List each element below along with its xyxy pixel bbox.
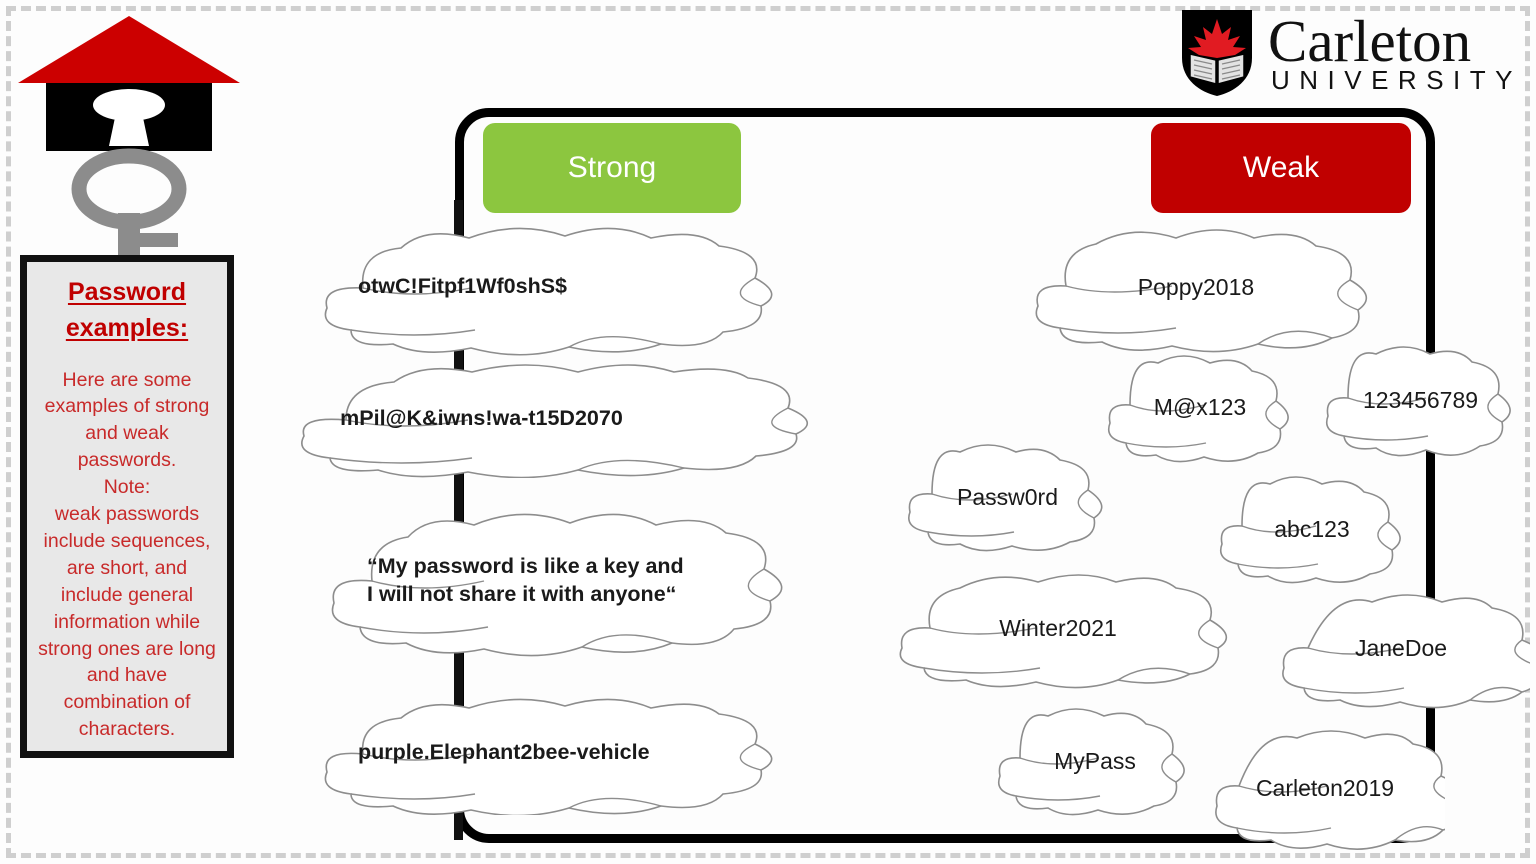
strong-password-cloud: purple.Elephant2bee-vehicle: [303, 690, 803, 815]
brand-name: Carleton: [1267, 7, 1472, 74]
strong-category-header: Strong: [483, 123, 741, 213]
weak-password-cloud: Carleton2019: [1205, 722, 1445, 854]
brand-subtitle: UNIVERSITY: [1270, 64, 1522, 95]
info-box-body: Here are some examples of strong and wea…: [38, 368, 216, 741]
weak-password-cloud: 123456789: [1318, 336, 1523, 464]
carleton-wordmark: Carleton UNIVERSITY: [1267, 7, 1522, 95]
strong-password-cloud: “My password is like a key and I will no…: [312, 501, 812, 659]
info-box-title: Password examples:: [65, 278, 189, 343]
weak-password-cloud: MyPass: [990, 700, 1200, 822]
weak-password-cloud: Passw0rd: [900, 436, 1115, 558]
carleton-shield-icon: [1178, 6, 1256, 98]
strong-column-connector: [454, 200, 463, 840]
weak-password-cloud: abc123: [1212, 468, 1412, 590]
weak-password-cloud: JaneDoe: [1272, 586, 1530, 711]
carleton-university-logo: Carleton UNIVERSITY: [1178, 6, 1522, 98]
password-examples-box: Password examples: Here are some example…: [20, 255, 234, 758]
house-key-icon: [18, 8, 240, 296]
weak-password-cloud: Winter2021: [888, 566, 1228, 691]
strong-password-cloud: otwC!Fitpf1Wf0shS$: [303, 216, 803, 356]
weak-password-cloud: M@x123: [1100, 345, 1300, 470]
weak-category-header: Weak: [1151, 123, 1411, 213]
strong-password-cloud: mPil@K&iwns!wa-t15D2070: [278, 358, 843, 478]
